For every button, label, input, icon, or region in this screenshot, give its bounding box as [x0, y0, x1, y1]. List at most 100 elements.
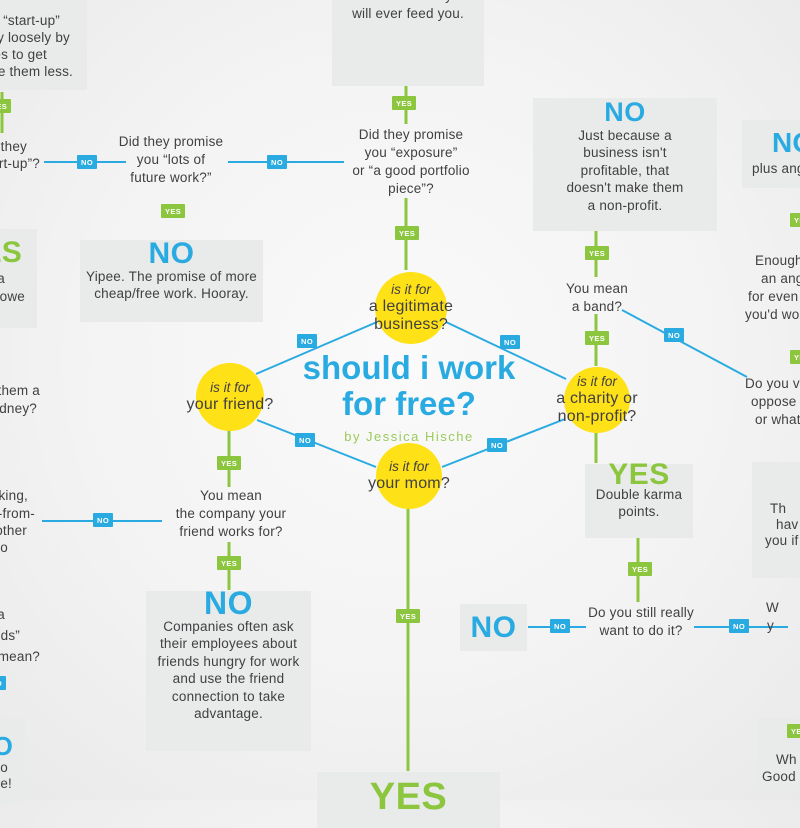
question-line: want to do it?: [599, 623, 683, 638]
question-exposure: Did they promise you “exposure” or “a go…: [331, 126, 491, 198]
clipped-text-fragment: you if: [765, 533, 799, 548]
answer-line: and use the friend: [172, 671, 285, 686]
question-line: friend works for?: [179, 524, 283, 539]
answer-line: connection to take: [171, 688, 286, 704]
clipped-text-fragment: for even c: [748, 289, 800, 304]
question-you-mean-a-band: You mean a band?: [547, 280, 647, 316]
clipped-text-fragment: owe: [0, 289, 25, 304]
answer-line: a non-profit.: [587, 197, 663, 213]
no-badge: NO: [77, 155, 98, 169]
question-line: a band?: [571, 299, 623, 314]
circle-label: a charity or: [556, 390, 638, 407]
clipped-text-fragment: them a: [0, 383, 40, 398]
question-company-friend-works-for: You mean the company your friend works f…: [151, 487, 311, 541]
circle-label: your mom?: [368, 475, 450, 492]
clipped-text-fragment: rt-up”?: [0, 156, 40, 171]
question-line: Did they promise: [118, 134, 224, 149]
yes-badge: YES: [585, 246, 610, 260]
clipped-text-fragment: “start-up”: [3, 13, 60, 28]
answer-line: their employees about: [159, 636, 298, 651]
yes-badge: YES: [790, 213, 800, 227]
yes-badge: YES: [217, 456, 242, 470]
title-line: for free?: [342, 385, 476, 422]
question-line: piece”?: [388, 181, 434, 196]
clipped-text-fragment: nds”: [0, 628, 20, 643]
clipped-text-fragment: plus ang: [752, 161, 800, 176]
clipped-text-fragment: Do you ve: [745, 376, 800, 391]
yes-badge: YES: [787, 724, 800, 738]
no-badge: NO: [664, 328, 685, 342]
clipped-text-fragment: e!: [0, 776, 12, 791]
circle-prefix: is it for: [389, 459, 429, 474]
question-line: You mean: [200, 488, 262, 503]
title-line: should i work: [302, 349, 516, 386]
circle-prefix: is it for: [391, 282, 431, 297]
answer-line: Companies often ask: [163, 618, 294, 634]
clipped-text-fragment: es to get: [0, 47, 47, 62]
circle-label: a legitimate: [368, 298, 454, 315]
answer-line: Yipee. The promise of more: [85, 268, 258, 284]
yes-badge: YES: [161, 204, 186, 218]
decision-circle-charity: is it for a charity or non-profit?: [556, 367, 638, 433]
answer-box-yipee: NO Yipee. The promise of more cheap/free…: [80, 239, 263, 322]
question-line: Did they promise: [358, 127, 464, 142]
clipped-text-fragment: other: [0, 523, 27, 538]
question-line: the company your: [175, 506, 287, 521]
clipped-text-fragment: y: [767, 618, 774, 633]
answer-box-toxic: NO This is the most toxic line of bullsh…: [332, 0, 484, 86]
clipped-text-fragment: king,: [0, 488, 28, 503]
clipped-text-fragment: hav: [776, 517, 799, 532]
answer-box-startup-clipped: [0, 0, 87, 90]
clipped-no-heading: NO: [0, 0, 35, 5]
answer-box-not-nonprofit: NO Just because a business isn't profita…: [533, 98, 717, 231]
circle-prefix: is it for: [577, 374, 617, 389]
yes-badge: YES: [396, 609, 421, 623]
answer-line: business isn't: [583, 145, 667, 160]
yes-badge: YES: [217, 556, 242, 570]
clipped-text-fragment: -from-: [0, 506, 35, 521]
answer-line: line of bullshit anyone: [332, 0, 484, 5]
clipped-no-heading: NO: [772, 127, 800, 158]
no-badge: NO: [267, 155, 288, 169]
answer-line: friends hungry for work: [157, 653, 300, 669]
no-badge: NO: [93, 513, 114, 527]
yes-badge: YES: [585, 331, 610, 345]
circle-label: business?: [374, 316, 448, 333]
answer-line: will ever feed you.: [352, 5, 464, 21]
circle-prefix: is it for: [210, 380, 250, 395]
clipped-text-fragment: Enough: [755, 253, 800, 268]
no-badge: NO: [550, 619, 571, 633]
clipped-text-fragment: y loosely by: [0, 30, 70, 45]
question-line: or “a good portfolio: [352, 163, 470, 178]
answer-box-no: NO: [460, 604, 527, 651]
yes-badge: YES: [628, 562, 653, 576]
clipped-text-fragment: i mean?: [0, 649, 40, 664]
no-heading: NO: [604, 97, 646, 127]
question-line: You mean: [566, 281, 628, 296]
answer-box-right-mid-clipped: [752, 462, 800, 578]
clipped-text-fragment: ge them less.: [0, 64, 73, 79]
no-heading: NO: [470, 611, 517, 644]
question-still-want-to-do-it: Do you still really want to do it?: [571, 604, 711, 640]
no-badge: NO: [295, 433, 316, 447]
yes-badge: YES: [0, 99, 12, 113]
byline: by Jessica Hische: [344, 429, 474, 444]
answer-line: advantage.: [194, 706, 263, 721]
answer-box-right-top-clipped: [742, 120, 800, 188]
no-badge: NO: [0, 676, 7, 690]
answer-box-left-yes-clipped: [0, 229, 37, 328]
yes-badge: YES: [395, 226, 420, 240]
decision-circle-legitimate-business: is it for a legitimate business?: [369, 272, 453, 344]
clipped-text-fragment: a: [0, 607, 5, 622]
clipped-text-fragment: Wh: [776, 752, 797, 767]
clipped-no-heading: NO: [0, 731, 13, 761]
answer-line: points.: [618, 504, 660, 519]
answer-line: cheap/free work. Hooray.: [94, 286, 249, 301]
decision-circle-your-mom: is it for your mom?: [368, 443, 450, 509]
clipped-text-fragment: a: [0, 271, 5, 286]
yes-badge: YES: [790, 350, 800, 364]
question-line: you “exposure”: [364, 145, 458, 160]
clipped-yes-heading: YES: [0, 236, 22, 269]
clipped-text-fragment: an ang: [761, 271, 800, 286]
answer-line: Just because a: [578, 127, 672, 143]
